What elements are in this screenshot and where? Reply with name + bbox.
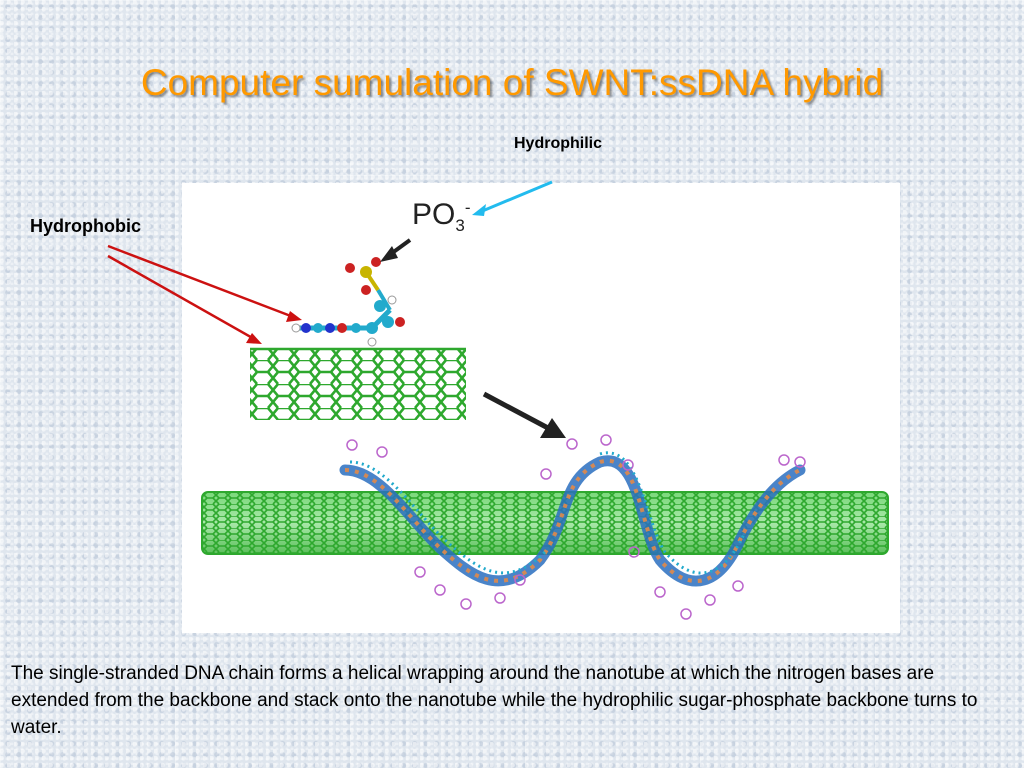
slide-caption: The single-stranded DNA chain forms a he…: [11, 663, 978, 738]
simulation-figure: [182, 183, 900, 633]
hydrophilic-label: Hydrophilic: [514, 135, 603, 152]
phosphate-formula: PO3-: [412, 198, 471, 236]
slide-title: Computer sumulation of SWNT:ssDNA hybrid: [140, 62, 884, 103]
formula-superscript: -: [464, 198, 471, 217]
formula-subscript: 3: [455, 216, 465, 235]
formula-main: PO: [412, 198, 456, 231]
hydrophobic-label: Hydrophobic: [30, 216, 141, 236]
